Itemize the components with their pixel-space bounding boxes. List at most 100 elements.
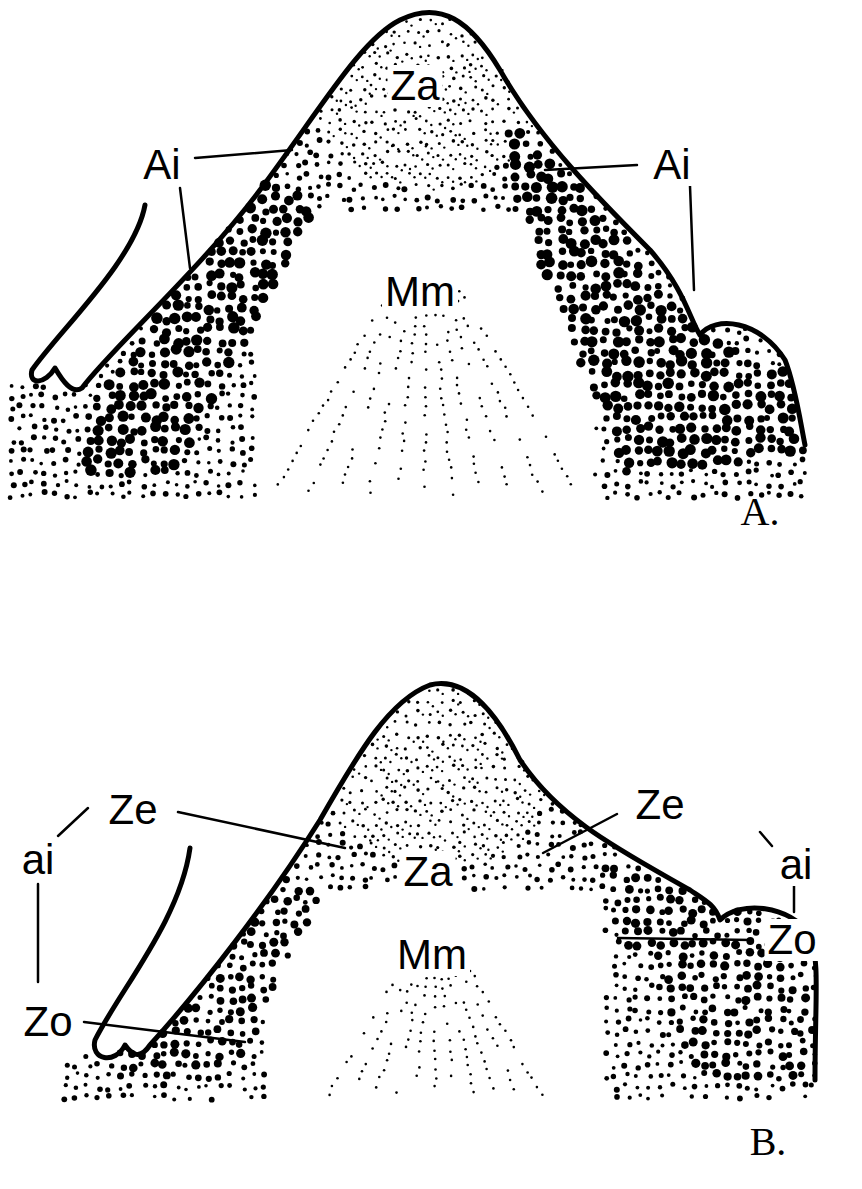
- stipple-dot: [376, 747, 378, 749]
- stipple-dot: [414, 325, 417, 328]
- stipple-dot: [476, 159, 478, 161]
- stipple-dot: [374, 140, 377, 143]
- stipple-dot: [488, 727, 490, 729]
- stipple-dot: [558, 834, 562, 838]
- stipple-dot: [9, 459, 13, 463]
- stipple-dot: [490, 866, 494, 870]
- stipple-dot: [396, 56, 399, 59]
- stipple-dot: [700, 412, 707, 419]
- stipple-dot: [470, 176, 473, 179]
- stipple-dot: [372, 162, 375, 165]
- stipple-dot: [485, 777, 488, 780]
- stipple-dot: [340, 831, 345, 836]
- stipple-dot: [33, 470, 38, 475]
- stipple-dot: [470, 864, 475, 869]
- stipple-dot: [442, 761, 444, 763]
- stipple-dot: [588, 206, 595, 213]
- stipple-dot: [369, 397, 372, 400]
- stipple-dot: [344, 132, 346, 134]
- stipple-dot: [461, 347, 464, 350]
- stipple-dot: [361, 76, 364, 79]
- stipple-dot: [430, 777, 433, 780]
- stipple-dot: [600, 873, 605, 878]
- stipple-dot: [611, 378, 621, 388]
- stipple-dot: [219, 383, 225, 389]
- stipple-dot: [455, 71, 457, 73]
- stipple-dot: [465, 91, 467, 93]
- stipple-dot: [295, 452, 298, 455]
- stipple-dot: [647, 358, 653, 364]
- stipple-dot: [392, 144, 395, 147]
- stipple-dot: [538, 141, 544, 147]
- stipple-dot: [300, 445, 303, 448]
- stipple-dot: [463, 723, 466, 726]
- stipple-dot: [249, 446, 255, 452]
- stipple-dot: [375, 824, 378, 827]
- stipple-dot: [431, 167, 433, 169]
- stipple-dot: [361, 66, 364, 69]
- stipple-dot: [269, 238, 276, 245]
- stipple-dot: [409, 168, 411, 170]
- stipple-dot: [701, 357, 712, 368]
- stipple-dot: [410, 761, 412, 763]
- stipple-dot: [374, 196, 378, 200]
- stipple-dot: [497, 103, 499, 105]
- stipple-dot: [335, 855, 340, 860]
- stipple-dot: [648, 273, 654, 279]
- stipple-dot: [483, 874, 489, 880]
- stipple-dot: [175, 483, 179, 487]
- stipple-dot: [342, 787, 345, 790]
- stipple-dot: [374, 154, 377, 157]
- stipple-dot: [500, 79, 502, 81]
- stipple-dot: [610, 871, 617, 878]
- stipple-dot: [666, 495, 671, 500]
- stipple-dot: [481, 208, 486, 213]
- stipple-dot: [442, 404, 445, 407]
- stipple-dot: [491, 854, 495, 858]
- stipple-dot: [384, 45, 387, 48]
- stipple-dot: [395, 808, 398, 811]
- stipple-dot: [207, 280, 213, 286]
- stipple-dot: [129, 382, 139, 392]
- stipple-dot: [591, 854, 596, 859]
- stipple-dot: [491, 108, 494, 111]
- stipple-dot: [713, 424, 722, 433]
- stipple-dot: [184, 284, 191, 291]
- stipple-dot: [494, 165, 499, 170]
- stipple-dot: [733, 415, 741, 423]
- stipple-dot: [436, 846, 439, 849]
- stipple-dot: [478, 790, 480, 792]
- stipple-dot: [436, 135, 438, 137]
- stipple-dot: [496, 747, 499, 750]
- stipple-dot: [638, 888, 643, 893]
- stipple-dot: [419, 55, 422, 58]
- stipple-dot: [369, 876, 373, 880]
- stipple-dot: [633, 295, 643, 305]
- stipple-dot: [240, 495, 244, 499]
- stipple-dot: [476, 148, 478, 150]
- stipple-dot: [403, 121, 406, 124]
- stipple-dot: [425, 343, 428, 346]
- stipple-dot: [293, 227, 302, 236]
- stipple-dot: [350, 133, 353, 136]
- stipple-dot: [365, 103, 367, 105]
- stipple-dot: [768, 391, 775, 398]
- stipple-dot: [635, 389, 645, 399]
- stipple-dot: [248, 352, 253, 357]
- stipple-dot: [644, 471, 650, 477]
- stipple-dot: [604, 472, 610, 478]
- stipple-dot: [390, 749, 392, 751]
- stipple-dot: [448, 779, 451, 782]
- stipple-dot: [63, 457, 69, 463]
- stipple-dot: [635, 335, 643, 343]
- stipple-dot: [251, 294, 258, 301]
- stipple-dot: [467, 325, 470, 328]
- stipple-dot: [43, 425, 48, 430]
- stipple-dot: [466, 59, 468, 61]
- stipple-dot: [411, 352, 414, 355]
- stipple-dot: [602, 864, 610, 872]
- stipple-dot: [414, 198, 419, 203]
- stipple-dot: [455, 319, 458, 322]
- stipple-dot: [358, 813, 360, 815]
- stipple-dot: [392, 127, 395, 130]
